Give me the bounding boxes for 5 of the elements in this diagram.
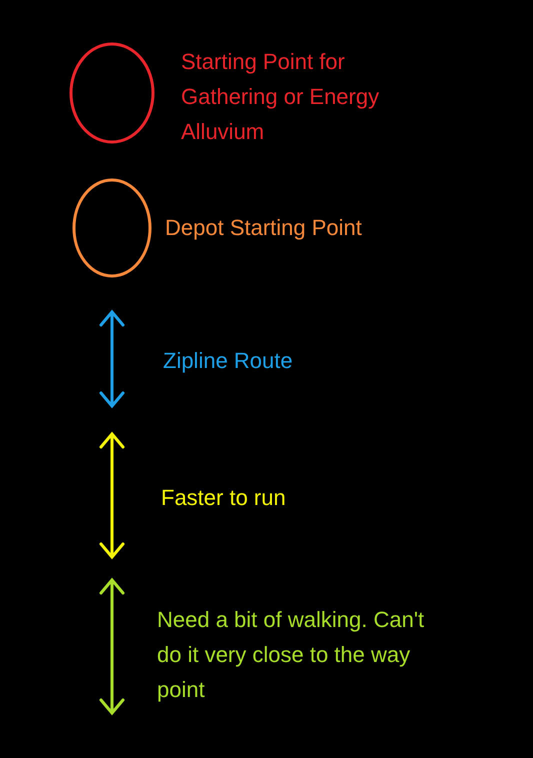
legend-text: Starting Point for Gathering or Energy Alluvium — [181, 48, 380, 146]
legend-text: Faster to run — [161, 484, 287, 512]
legend-text: Zipline Route — [163, 347, 294, 375]
legend-text: Depot Starting Point — [165, 214, 363, 242]
legend-text: Need a bit of walking. Can't do it very close to the way point — [157, 606, 426, 704]
